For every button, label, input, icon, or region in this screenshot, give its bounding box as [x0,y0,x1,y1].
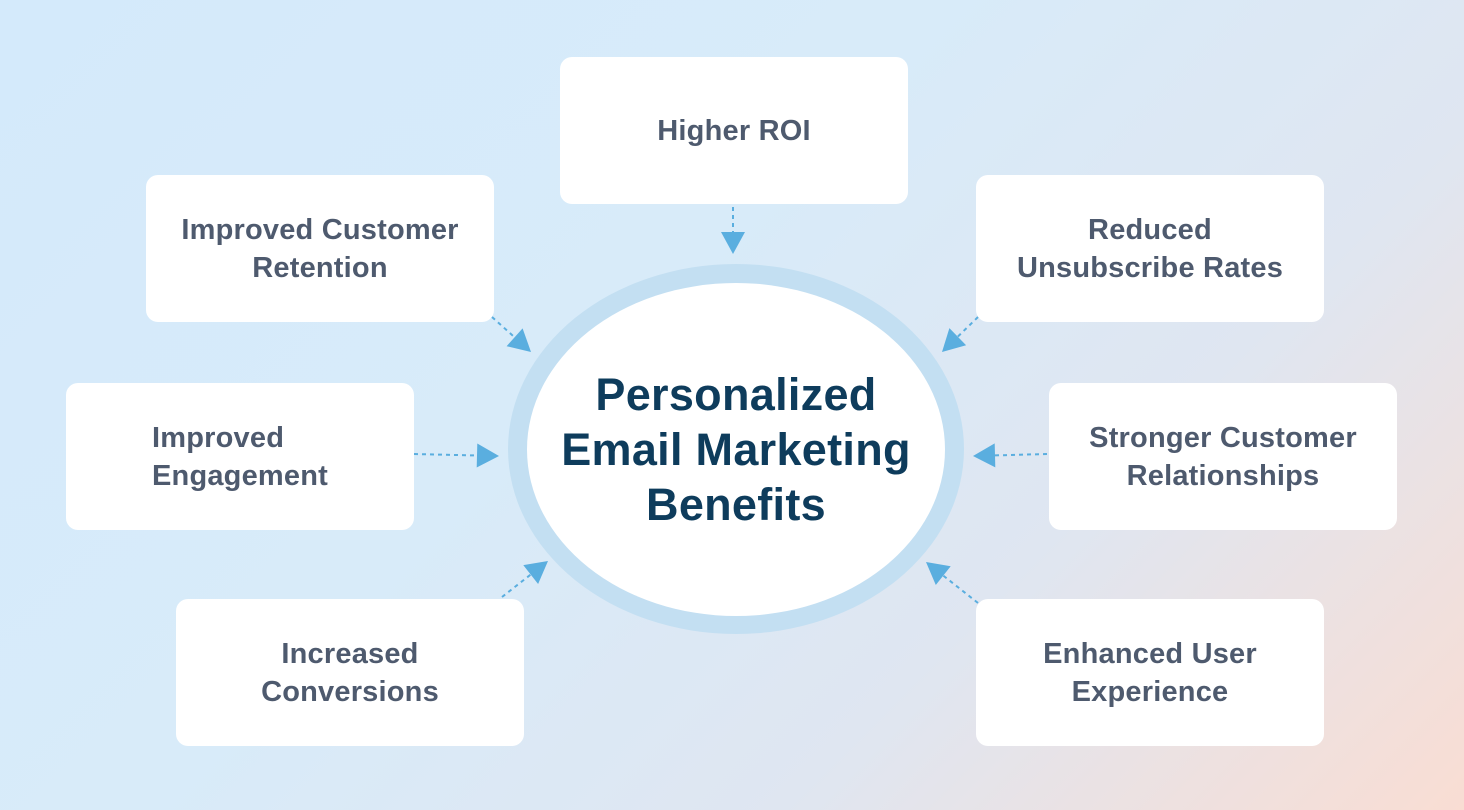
arrowhead-stronger-customer-relationships [973,443,996,468]
benefit-label-higher-roi: Higher ROI [657,114,811,147]
benefit-label-enhanced-user-experience: Enhanced User Experience [1043,637,1257,708]
hub-title: Personalized Email Marketing Benefits [561,369,911,530]
benefit-label-improved-engagement: Improved Engagement [151,421,329,492]
arrowhead-enhanced-user-experience [926,562,951,585]
arrowhead-improved-engagement [476,443,499,468]
benefit-card-increased-conversions: Increased Conversions [176,599,524,746]
arrow-higher-roi [721,207,745,254]
benefit-card-stronger-customer-relationships: Stronger Customer Relationships [1049,383,1397,530]
benefit-card-improved-engagement: Improved Engagement [66,383,414,530]
arrow-shaft-reduced-unsubscribe-rates [957,316,979,338]
arrow-improved-engagement [413,443,499,468]
arrow-shaft-improved-engagement [413,453,478,457]
benefit-card-reduced-unsubscribe-rates: Reduced Unsubscribe Rates [976,175,1324,322]
benefit-card-improved-customer-retention: Improved Customer Retention [146,175,494,322]
arrow-shaft-increased-conversions [501,573,532,598]
benefit-label-improved-customer-retention: Improved Customer Retention [181,213,459,284]
arrow-shaft-improved-customer-retention [491,316,516,339]
arrowhead-higher-roi [721,232,745,254]
arrowhead-improved-customer-retention [506,328,531,352]
arrow-reduced-unsubscribe-rates [942,316,979,352]
arrow-shaft-enhanced-user-experience [942,574,979,604]
benefit-card-enhanced-user-experience: Enhanced User Experience [976,599,1324,746]
arrow-enhanced-user-experience [926,562,979,604]
arrowhead-reduced-unsubscribe-rates [942,328,967,352]
arrow-shaft-stronger-customer-relationships [994,453,1048,457]
hub-circle: Personalized Email Marketing Benefits [527,283,945,616]
benefit-label-increased-conversions: Increased Conversions [261,637,439,708]
arrowhead-increased-conversions [523,561,548,584]
arrow-stronger-customer-relationships [973,443,1048,468]
benefit-label-stronger-customer-relationships: Stronger Customer Relationships [1089,421,1357,492]
benefit-label-reduced-unsubscribe-rates: Reduced Unsubscribe Rates [1016,213,1284,284]
arrow-improved-customer-retention [491,316,531,352]
benefit-card-higher-roi: Higher ROI [560,57,908,204]
arrow-increased-conversions [501,561,548,598]
